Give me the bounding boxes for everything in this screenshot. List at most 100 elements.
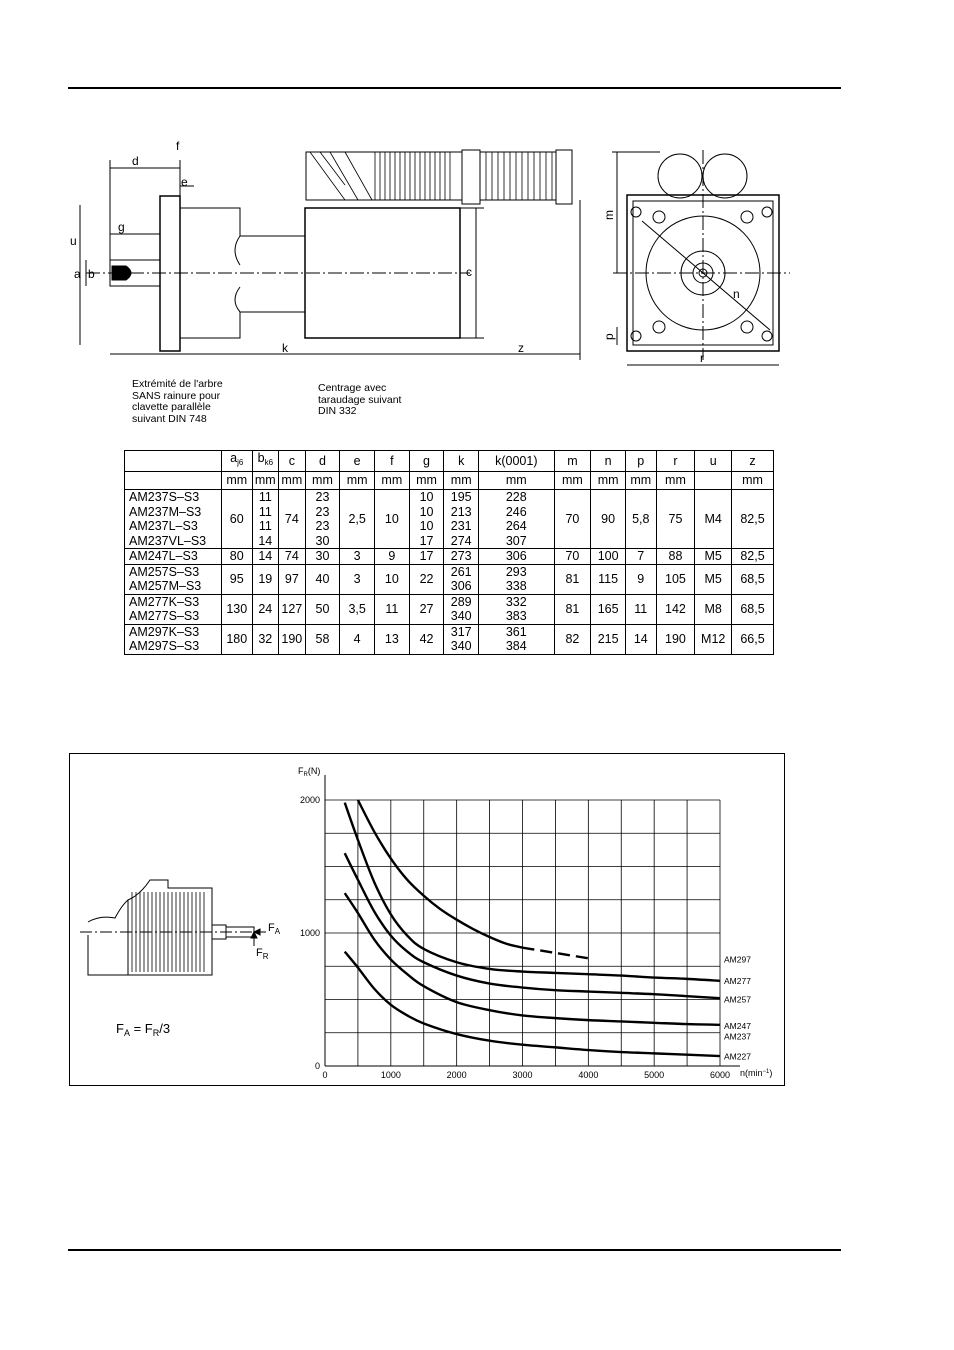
value-cell-b: 32 bbox=[251, 623, 280, 655]
value-cell-b: 11 11 11 14 bbox=[251, 489, 280, 549]
series-label-AM227: AM227 bbox=[724, 1052, 751, 1062]
x-tick-label: 0 bbox=[322, 1070, 327, 1080]
radial-load-panel bbox=[69, 753, 785, 1086]
value-cell-n: 215 bbox=[590, 623, 626, 655]
unit-cell: mm bbox=[373, 471, 410, 490]
y-tick-label: 0 bbox=[315, 1061, 320, 1071]
value-cell-m: 81 bbox=[553, 563, 592, 595]
table-row: AM237S–S3 AM237M–S3 AM237L–S3 AM237VL–S3… bbox=[124, 489, 774, 549]
x-tick-label: 5000 bbox=[644, 1070, 664, 1080]
value-cell-z: 68,5 bbox=[731, 593, 774, 625]
dim-label-p: p bbox=[602, 333, 616, 340]
dim-label-e: e bbox=[181, 175, 188, 189]
unit-cell: mm bbox=[590, 471, 626, 490]
y-tick-label: 1000 bbox=[300, 928, 320, 938]
series-line-dashed-AM297 bbox=[522, 946, 589, 960]
unit-row: mm mm mm mm mm mm mm mm mm mm mm mm mm m… bbox=[124, 471, 774, 490]
motor-dimension-drawing: d f e g u a b k c z m n p r bbox=[70, 139, 790, 366]
unit-cell: mm bbox=[553, 471, 592, 490]
shaft-note: Extrémité de l'arbre SANS rainure pour c… bbox=[132, 378, 223, 425]
value-cell-d: 23 23 23 30 bbox=[304, 489, 341, 549]
value-cell-k: 195 213 231 274 bbox=[443, 489, 480, 549]
header-k0001: k(0001) bbox=[478, 450, 555, 472]
value-cell-f: 13 bbox=[373, 623, 410, 655]
unit-blank bbox=[124, 471, 222, 490]
header-p: p bbox=[624, 450, 657, 472]
header-z: z bbox=[731, 450, 774, 472]
value-cell-m: 81 bbox=[553, 593, 592, 625]
unit-cell: mm bbox=[443, 471, 480, 490]
value-cell-u: M8 bbox=[694, 593, 733, 625]
fr-label: FR bbox=[256, 947, 269, 961]
bottom-rule bbox=[68, 1249, 841, 1251]
dim-label-b: b bbox=[88, 267, 95, 281]
dim-label-c: c bbox=[466, 265, 472, 279]
value-cell-e: 3,5 bbox=[339, 593, 375, 625]
header-f: f bbox=[373, 450, 410, 472]
value-cell-r: 105 bbox=[655, 563, 696, 595]
dimension-table: aj6 bk6 c d e f g k k(0001) m n p r u z … bbox=[124, 450, 774, 655]
value-cell-b: 14 bbox=[251, 548, 280, 565]
dim-label-f: f bbox=[176, 139, 180, 153]
series-line-AM257 bbox=[343, 852, 721, 1000]
centering-note: Centrage avec taraudage suivant DIN 332 bbox=[318, 382, 402, 417]
value-cell-d: 58 bbox=[304, 623, 341, 655]
value-cell-r: 75 bbox=[655, 489, 696, 549]
value-cell-r: 142 bbox=[655, 593, 696, 625]
value-cell-m: 70 bbox=[553, 548, 592, 565]
value-cell-e: 3 bbox=[339, 548, 375, 565]
model-cell: AM257S–S3 AM257M–S3 bbox=[124, 563, 222, 595]
value-cell-b: 24 bbox=[251, 593, 280, 625]
value-cell-u: M5 bbox=[694, 563, 733, 595]
x-tick-label: 1000 bbox=[381, 1070, 401, 1080]
unit-cell: mm bbox=[408, 471, 445, 490]
value-cell-p: 5,8 bbox=[624, 489, 657, 549]
header-blank bbox=[124, 450, 222, 472]
value-cell-a: 95 bbox=[220, 563, 253, 595]
header-c: c bbox=[278, 450, 306, 472]
value-cell-n: 100 bbox=[590, 548, 626, 565]
value-cell-a: 80 bbox=[220, 548, 253, 565]
value-cell-p: 11 bbox=[624, 593, 657, 625]
header-k: k bbox=[443, 450, 480, 472]
value-cell-k0001: 293 338 bbox=[478, 563, 555, 595]
series-label-AM297: AM297 bbox=[724, 955, 751, 965]
value-cell-z: 82,5 bbox=[731, 489, 774, 549]
x-tick-label: 4000 bbox=[578, 1070, 598, 1080]
value-cell-g: 17 bbox=[408, 548, 445, 565]
series-label-AM247: AM247 bbox=[724, 1021, 751, 1031]
x-axis-label: n(min−1) bbox=[740, 1068, 772, 1078]
value-cell-e: 3 bbox=[339, 563, 375, 595]
dim-label-k: k bbox=[282, 341, 289, 355]
dim-label-g: g bbox=[118, 220, 125, 234]
unit-cell: mm bbox=[731, 471, 774, 490]
unit-cell: mm bbox=[478, 471, 555, 490]
value-cell-p: 9 bbox=[624, 563, 657, 595]
series-label-AM277: AM277 bbox=[724, 976, 751, 986]
value-cell-g: 42 bbox=[408, 623, 445, 655]
header-a: aj6 bbox=[220, 450, 253, 472]
value-cell-k0001: 228 246 264 307 bbox=[478, 489, 555, 549]
value-cell-c: 74 bbox=[278, 489, 306, 549]
header-g: g bbox=[408, 450, 445, 472]
series-label-AM257: AM257 bbox=[724, 995, 751, 1005]
y-tick-label: 2000 bbox=[300, 795, 320, 805]
series-line-AM277 bbox=[343, 802, 721, 983]
value-cell-f: 9 bbox=[373, 548, 410, 565]
value-cell-n: 165 bbox=[590, 593, 626, 625]
dim-label-m: m bbox=[602, 210, 616, 220]
y-axis-label: FR(N) bbox=[298, 766, 320, 778]
dimension-table-body: AM237S–S3 AM237M–S3 AM237L–S3 AM237VL–S3… bbox=[124, 489, 774, 655]
value-cell-u: M4 bbox=[694, 489, 733, 549]
unit-cell: mm bbox=[251, 471, 280, 490]
connector-housing bbox=[305, 151, 571, 201]
header-d: d bbox=[304, 450, 341, 472]
dim-label-z: z bbox=[518, 341, 524, 355]
unit-cell: mm bbox=[220, 471, 253, 490]
x-tick-label: 3000 bbox=[512, 1070, 532, 1080]
